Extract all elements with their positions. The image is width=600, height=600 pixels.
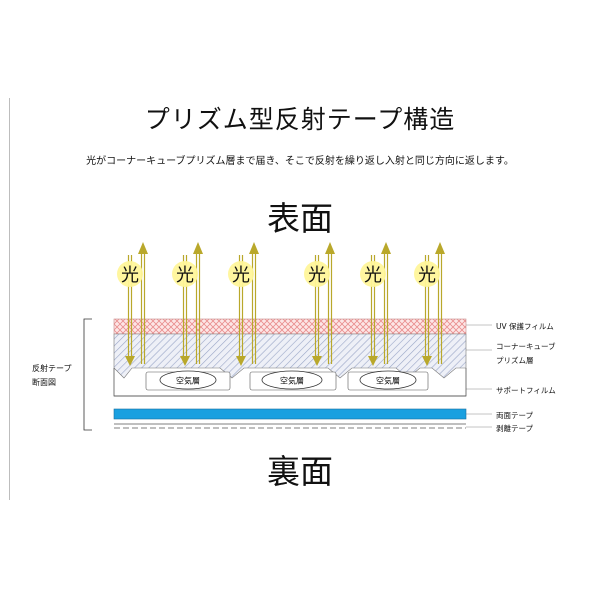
page-title: プリズム型反射テープ構造 bbox=[144, 105, 456, 134]
left-rule bbox=[9, 98, 10, 500]
back-label: 裏面 bbox=[267, 452, 333, 491]
legend-double-sided-tape: 両面テープ bbox=[496, 411, 534, 420]
air-label-1: 空気層 bbox=[176, 376, 200, 386]
side-label-line-1: 反射テープ bbox=[32, 364, 72, 373]
light-ray-3: 光 bbox=[228, 242, 259, 366]
light-ray-4: 光 bbox=[304, 242, 335, 366]
light-ray-6: 光 bbox=[414, 242, 445, 366]
air-label-3: 空気層 bbox=[376, 376, 400, 386]
leader-lines bbox=[466, 324, 492, 428]
light-rays: 光光光光光光 bbox=[117, 242, 445, 366]
legend-release-tape: 剥離テープ bbox=[496, 424, 534, 433]
legend-support-film: サポートフィルム bbox=[496, 386, 556, 395]
legend-prism-layer: プリズム層 bbox=[496, 356, 534, 365]
light-label: 光 bbox=[232, 265, 250, 286]
light-label: 光 bbox=[418, 265, 436, 286]
uv-film-layer bbox=[113, 318, 467, 335]
light-label: 光 bbox=[364, 265, 382, 286]
light-ray-1: 光 bbox=[117, 242, 148, 366]
description-text: 光がコーナーキューブプリズム層まで届き、そこで反射を繰り返し入射と同じ方向に返し… bbox=[86, 156, 514, 167]
light-ray-5: 光 bbox=[360, 242, 391, 366]
section-bracket bbox=[83, 318, 92, 431]
front-label: 表面 bbox=[267, 199, 333, 238]
light-ray-2: 光 bbox=[172, 242, 203, 366]
legend-corner-cube: コーナーキューブ bbox=[496, 342, 556, 351]
legend-uv-film: UV 保護フィルム bbox=[496, 322, 554, 331]
side-label-line-2: 断面図 bbox=[32, 378, 56, 387]
light-label: 光 bbox=[121, 265, 139, 286]
air-ovals bbox=[159, 370, 417, 390]
light-label: 光 bbox=[176, 265, 194, 286]
air-label-2: 空気層 bbox=[280, 376, 304, 386]
double-sided-tape-layer bbox=[113, 408, 467, 420]
light-label: 光 bbox=[308, 265, 326, 286]
side-label: 反射テープ 断面図 bbox=[32, 362, 72, 390]
prism-layer bbox=[113, 333, 467, 379]
